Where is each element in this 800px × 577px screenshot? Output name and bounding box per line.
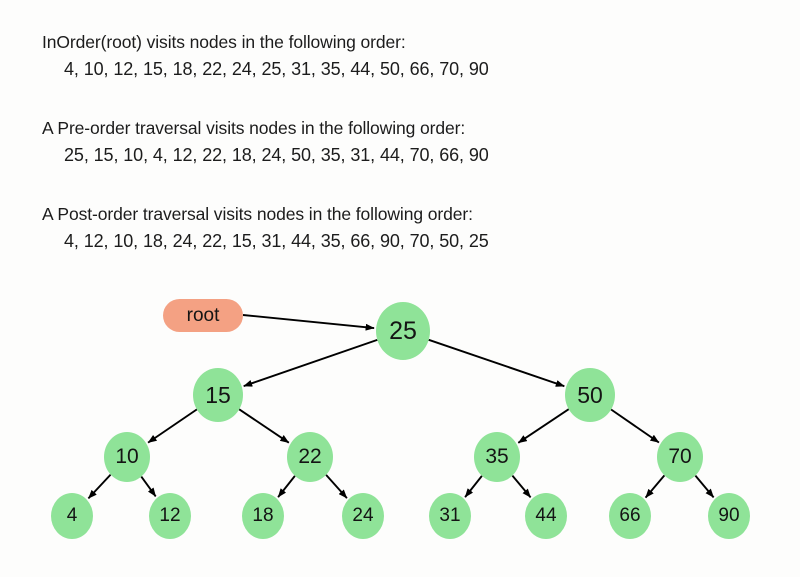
tree-node-label: 18 — [252, 505, 274, 526]
tree-edge-n35-to-n31 — [464, 475, 483, 498]
tree-node-18: 18 — [242, 493, 284, 539]
tree-edge-n22-to-n18 — [277, 475, 296, 498]
tree-edge-n22-to-n24 — [325, 474, 348, 499]
tree-node-label: 66 — [619, 505, 641, 526]
tree-edge-n10-to-n12 — [140, 476, 157, 497]
tree-node-label: 24 — [352, 505, 374, 526]
tree-node-label: 90 — [718, 505, 740, 526]
tree-node-label: 4 — [66, 505, 78, 526]
postorder-sequence: 4, 12, 10, 18, 24, 22, 15, 31, 44, 35, 6… — [64, 231, 489, 251]
tree-edge-n25-to-n50 — [428, 338, 565, 388]
root-pointer-label: root — [163, 299, 243, 332]
tree-node-4: 4 — [51, 493, 93, 539]
tree-node-label: 44 — [535, 505, 557, 526]
tree-edge-n10-to-n4 — [87, 473, 112, 500]
tree-node-24: 24 — [342, 493, 384, 539]
tree-edge-n50-to-n70 — [610, 408, 660, 444]
tree-node-66: 66 — [609, 493, 651, 539]
tree-node-15: 15 — [193, 368, 243, 422]
tree-node-label: 50 — [577, 381, 603, 408]
postorder-heading: A Post-order traversal visits nodes in t… — [42, 204, 473, 224]
tree-edge-n70-to-n90 — [694, 474, 715, 499]
tree-edge-n35-to-n44 — [511, 474, 532, 499]
tree-edge-root-pointer-to-n25 — [242, 314, 375, 331]
tree-edge-n70-to-n66 — [644, 474, 666, 499]
tree-node-25: 25 — [376, 302, 430, 360]
root-pointer-text: root — [186, 304, 220, 326]
tree-node-22: 22 — [287, 432, 333, 482]
tree-node-12: 12 — [149, 493, 191, 539]
inorder-sequence: 4, 10, 12, 15, 18, 22, 24, 25, 31, 35, 4… — [64, 59, 489, 79]
tree-node-70: 70 — [657, 432, 703, 482]
tree-node-label: 70 — [668, 445, 692, 468]
tree-node-44: 44 — [525, 493, 567, 539]
tree-node-label: 25 — [389, 316, 417, 345]
tree-node-10: 10 — [104, 432, 150, 482]
tree-node-label: 22 — [298, 445, 322, 468]
tree-node-50: 50 — [565, 368, 615, 422]
tree-edge-n25-to-n15 — [243, 339, 378, 387]
tree-node-label: 12 — [159, 505, 181, 526]
tree-node-label: 10 — [115, 445, 139, 468]
tree-edge-n50-to-n35 — [517, 408, 570, 444]
tree-edge-n15-to-n22 — [238, 408, 290, 444]
tree-node-label: 35 — [485, 445, 509, 468]
tree-node-90: 90 — [708, 493, 750, 539]
tree-node-31: 31 — [429, 493, 471, 539]
tree-node-label: 31 — [439, 505, 461, 526]
preorder-heading: A Pre-order traversal visits nodes in th… — [42, 118, 466, 138]
tree-node-label: 15 — [205, 381, 231, 408]
tree-edge-n15-to-n10 — [147, 408, 198, 444]
tree-node-35: 35 — [474, 432, 520, 482]
preorder-sequence: 25, 15, 10, 4, 12, 22, 18, 24, 50, 35, 3… — [64, 145, 489, 165]
inorder-heading: InOrder(root) visits nodes in the follow… — [42, 32, 406, 52]
